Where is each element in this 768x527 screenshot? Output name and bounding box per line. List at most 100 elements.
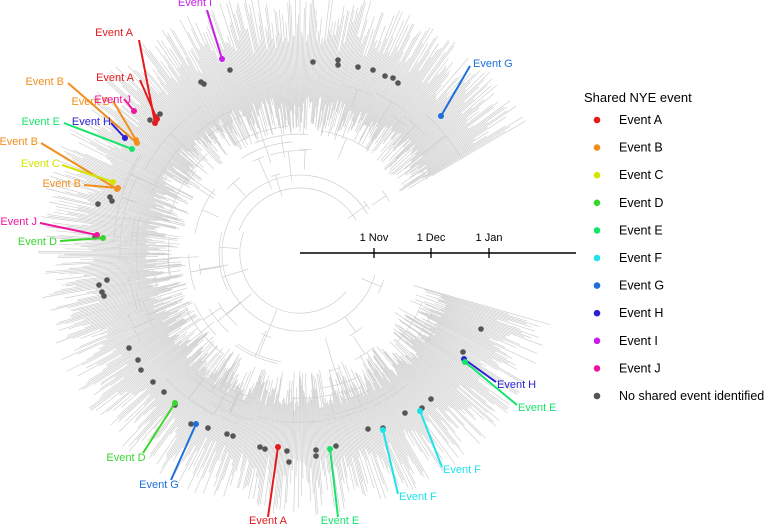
callout-tip-dot bbox=[94, 232, 100, 238]
callout-tip-dot bbox=[115, 185, 121, 191]
legend-label: Event E bbox=[619, 223, 663, 237]
tip-dot-unshared bbox=[333, 443, 339, 449]
tip-dot-unshared bbox=[188, 421, 194, 427]
callout-leader-line bbox=[83, 184, 119, 189]
callout-tip-dot bbox=[131, 108, 137, 114]
tip-dot-unshared bbox=[224, 431, 230, 437]
callout-label: Event D bbox=[106, 452, 145, 464]
callout-tip-dot bbox=[122, 135, 128, 141]
time-axis: 1 Nov 1 Dec 1 Jan bbox=[300, 232, 576, 258]
tip-dot-unshared bbox=[335, 62, 341, 68]
legend-label: Event J bbox=[619, 361, 661, 375]
legend-marker bbox=[593, 309, 601, 317]
callout-tip-dot bbox=[462, 359, 468, 365]
callout-label: Event E bbox=[518, 402, 557, 414]
callout-leader-line bbox=[59, 237, 104, 242]
callout-label: Event J bbox=[0, 216, 37, 228]
tip-dot-unshared bbox=[95, 201, 101, 207]
callout-leader-line bbox=[419, 410, 443, 468]
callout-label: Event D bbox=[18, 236, 57, 248]
legend-label: Event G bbox=[619, 279, 664, 293]
tip-dot-unshared bbox=[227, 67, 233, 73]
callout-label: Event H bbox=[497, 379, 536, 391]
tip-dot-unshared bbox=[96, 282, 102, 288]
tip-dot-unshared bbox=[313, 453, 319, 459]
tip-dot-unshared bbox=[230, 433, 236, 439]
legend-label: No shared event identified bbox=[619, 389, 764, 403]
callout-tip-dot bbox=[129, 146, 135, 152]
callout-tip-dot bbox=[275, 444, 281, 450]
callout-leader-line bbox=[267, 446, 279, 518]
tip-dot-unshared bbox=[286, 459, 292, 465]
tip-dot-unshared bbox=[365, 426, 371, 432]
callout-tip-dot bbox=[193, 421, 199, 427]
callout-label: Event I bbox=[178, 0, 212, 9]
callout-tip-dot bbox=[327, 446, 333, 452]
callout-label: Event B bbox=[25, 76, 64, 88]
callout-leader-line bbox=[61, 164, 114, 183]
callout-label: Event B bbox=[71, 96, 110, 108]
callout-leader-line bbox=[63, 122, 133, 150]
event-callouts: Event I Event A Event A Event B Event B Event… bbox=[0, 0, 557, 527]
callout-label: Event F bbox=[399, 491, 437, 503]
callout-leader-line bbox=[110, 122, 126, 139]
callout-leader-line bbox=[170, 423, 197, 481]
legend-marker bbox=[593, 144, 601, 151]
tip-dot-unshared bbox=[157, 111, 163, 117]
callout-leader-line bbox=[463, 358, 497, 383]
callout-tip-dot bbox=[172, 400, 178, 406]
tip-dot-unshared bbox=[104, 277, 110, 283]
tip-dot-unshared bbox=[310, 59, 316, 65]
callout-leader-line bbox=[329, 448, 339, 518]
tip-dot-unshared bbox=[382, 73, 388, 79]
tip-dot-unshared bbox=[201, 81, 207, 87]
tip-dot-unshared bbox=[101, 293, 107, 299]
callout-tip-dot bbox=[219, 56, 225, 62]
tip-dot-unshared bbox=[428, 396, 434, 402]
callout-leader-line bbox=[206, 9, 223, 60]
callout-label: Event A bbox=[95, 27, 134, 39]
legend-marker bbox=[593, 365, 601, 372]
tip-dot-unshared bbox=[313, 447, 319, 453]
legend-label: Event I bbox=[619, 334, 658, 348]
tip-dot-unshared bbox=[257, 444, 263, 450]
callout-leader-line bbox=[382, 429, 399, 495]
tip-dot-unshared bbox=[395, 80, 401, 86]
callout-label: Event C bbox=[21, 158, 60, 170]
callout-label: Event B bbox=[42, 178, 81, 190]
callout-label: Event G bbox=[139, 479, 179, 491]
legend-marker bbox=[593, 254, 601, 262]
legend-marker bbox=[593, 199, 601, 207]
callout-label: Event H bbox=[72, 116, 111, 128]
tip-dot-unshared bbox=[402, 410, 408, 416]
tip-dot-unshared bbox=[147, 117, 153, 123]
callout-label: Event F bbox=[443, 464, 481, 476]
callout-tip-dot bbox=[133, 137, 139, 143]
time-axis-tick-label: 1 Dec bbox=[417, 232, 446, 244]
callout-label: Event A bbox=[96, 72, 135, 84]
callout-tip-dot bbox=[154, 116, 160, 122]
legend-marker bbox=[593, 116, 601, 124]
callout-label: Event A bbox=[249, 515, 288, 527]
tip-dot-unshared bbox=[126, 345, 132, 351]
legend-title: Shared NYE event bbox=[584, 90, 692, 105]
circular-tree bbox=[37, 0, 551, 515]
tip-dot-unshared bbox=[138, 367, 144, 373]
legend-label: Event C bbox=[619, 168, 663, 182]
tip-dot-unshared bbox=[161, 389, 167, 395]
tip-dot-unshared bbox=[262, 446, 268, 452]
tip-dot-unshared bbox=[460, 349, 466, 355]
tip-dot-unshared bbox=[390, 75, 396, 81]
legend-label: Event H bbox=[619, 306, 663, 320]
callout-label: Event E bbox=[321, 515, 360, 527]
tip-dot-unshared bbox=[284, 448, 290, 454]
legend-marker bbox=[593, 282, 601, 289]
time-axis-tick-label: 1 Jan bbox=[476, 232, 503, 244]
legend-marker bbox=[593, 392, 601, 400]
tip-dots bbox=[92, 57, 484, 465]
legend-label: Event F bbox=[619, 251, 662, 265]
legend-label: Event D bbox=[619, 196, 663, 210]
callout-leader-line bbox=[112, 100, 137, 141]
